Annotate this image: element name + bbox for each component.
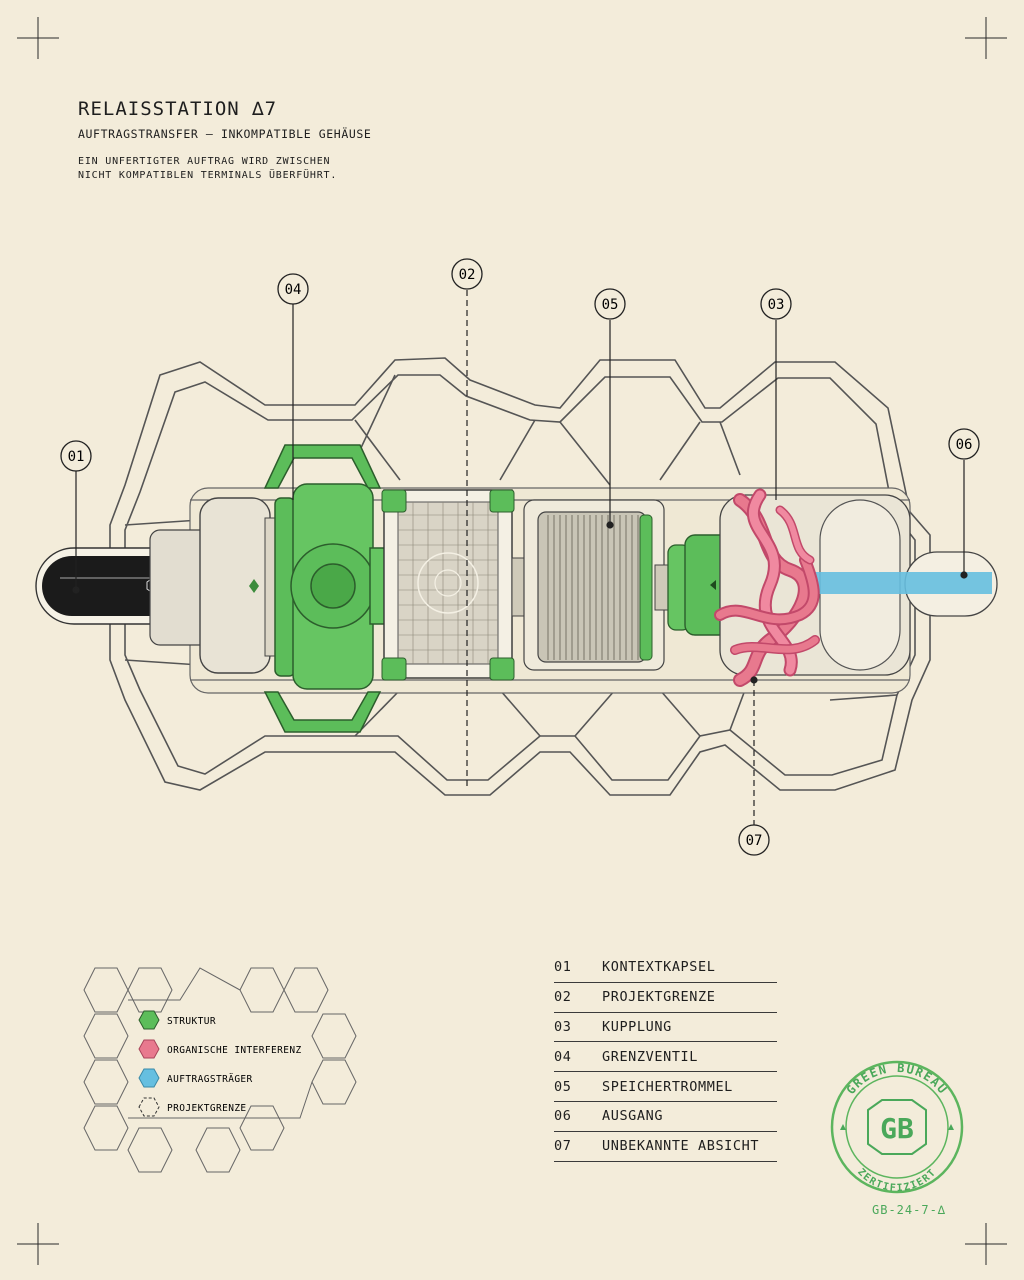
list-item: 03 KUPPLUNG (554, 1013, 777, 1043)
svg-text:ZERTIFIZIERT: ZERTIFIZIERT (855, 1167, 939, 1194)
callout-05: 05 (594, 288, 626, 320)
organic-interference (714, 488, 820, 687)
part-number: 07 (554, 1138, 572, 1155)
svg-text:06: 06 (956, 437, 973, 453)
part-name: AUSGANG (602, 1108, 664, 1125)
svg-text:04: 04 (285, 282, 302, 298)
part-name: KUPPLUNG (602, 1018, 672, 1035)
part-name: SPEICHERTROMMEL (602, 1078, 733, 1095)
hex-frame (109, 357, 931, 796)
callout-06: 06 (948, 428, 980, 460)
part-number: 02 (554, 989, 572, 1006)
green-bureau-stamp: GREEN BUREAU ZERTIFIZIERT GB (830, 1060, 964, 1194)
callout-03: 03 (760, 288, 792, 320)
legend-item-structure: STRUKTUR (138, 1010, 216, 1030)
callout-04: 04 (277, 273, 309, 305)
svg-text:AUFTRAGSTRÄGER: AUFTRAGSTRÄGER (167, 1074, 253, 1085)
description-line: EIN UNFERTIGTER AUFTRAG WIRD ZWISCHEN (78, 156, 331, 167)
parts-list: 01 KONTEXTKAPSEL 02 PROJEKTGRENZE 03 KUP… (554, 953, 777, 1162)
list-item: 06 AUSGANG (554, 1102, 777, 1132)
svg-text:03: 03 (768, 297, 785, 313)
part-number: 06 (554, 1108, 572, 1125)
legend-hex-grid (83, 967, 357, 1173)
part-number: 04 (554, 1048, 572, 1065)
stamp-code: GB-24-7-∆ (872, 1203, 947, 1217)
part-number: 03 (554, 1018, 572, 1035)
svg-text:05: 05 (602, 297, 619, 313)
svg-text:GB: GB (880, 1112, 914, 1145)
part-name: UNBEKANNTE ABSICHT (602, 1138, 760, 1155)
callout-07: 07 (738, 824, 770, 856)
boundary-valve (274, 483, 393, 690)
page-title: RELAISSTATION ∆7 (78, 98, 278, 120)
list-item: 04 GRENZVENTIL (554, 1042, 777, 1073)
part-name: PROJEKTGRENZE (602, 989, 716, 1006)
svg-text:PROJEKTGRENZE: PROJEKTGRENZE (167, 1103, 247, 1114)
structure-bracket (263, 444, 382, 733)
callout-02: 02 (451, 258, 483, 290)
description-line: NICHT KOMPATIBLEN TERMINALS ÜBERFÜHRT. (78, 170, 338, 181)
leader-lines (72, 290, 968, 825)
storage-drum (523, 499, 665, 671)
page-subtitle: AUFTRAGSTRANSFER – INKOMPATIBLE GEHÄUSE (78, 127, 372, 141)
svg-text:07: 07 (746, 833, 763, 849)
legend-item-organic: ORGANISCHE INTERFERENZ (138, 1039, 302, 1059)
part-name: KONTEXTKAPSEL (602, 959, 716, 976)
rotary-housing (149, 497, 286, 674)
legend-item-boundary: PROJEKTGRENZE (138, 1097, 247, 1117)
project-boundary-block (381, 489, 515, 681)
order-carrier (800, 572, 992, 594)
svg-text:STRUKTUR: STRUKTUR (167, 1016, 216, 1027)
list-item: 02 PROJEKTGRENZE (554, 983, 777, 1013)
list-item: 05 SPEICHERTROMMEL (554, 1072, 777, 1102)
list-item: 07 UNBEKANNTE ABSICHT (554, 1132, 777, 1162)
svg-text:02: 02 (459, 267, 476, 283)
list-item: 01 KONTEXTKAPSEL (554, 953, 777, 983)
legend-item-carrier: AUFTRAGSTRÄGER (138, 1068, 253, 1088)
svg-text:01: 01 (68, 449, 85, 465)
part-number: 01 (554, 959, 572, 976)
diamond-marker (249, 579, 259, 593)
part-number: 05 (554, 1078, 572, 1095)
callout-01: 01 (60, 440, 92, 472)
part-name: GRENZVENTIL (602, 1048, 699, 1065)
page-description: EIN UNFERTIGTER AUFTRAG WIRD ZWISCHEN NI… (78, 155, 398, 183)
svg-text:ORGANISCHE INTERFERENZ: ORGANISCHE INTERFERENZ (167, 1045, 302, 1056)
